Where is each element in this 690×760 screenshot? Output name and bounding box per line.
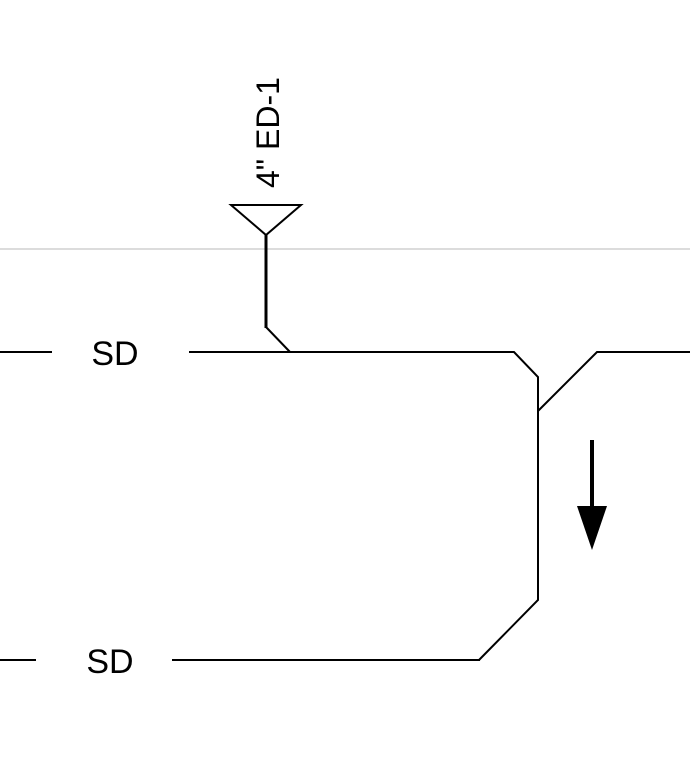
upper-right-branch (537, 351, 690, 412)
pipe-tag-label: 4" ED-1 (250, 77, 286, 188)
upper-sd-label: SD (91, 335, 138, 373)
arrow-down-icon (577, 440, 607, 550)
riser-offset (265, 326, 291, 353)
pipe-triangle-symbol (228, 204, 304, 237)
lower-sd-label: SD (86, 643, 133, 681)
upper-sd-line-main (189, 351, 539, 661)
